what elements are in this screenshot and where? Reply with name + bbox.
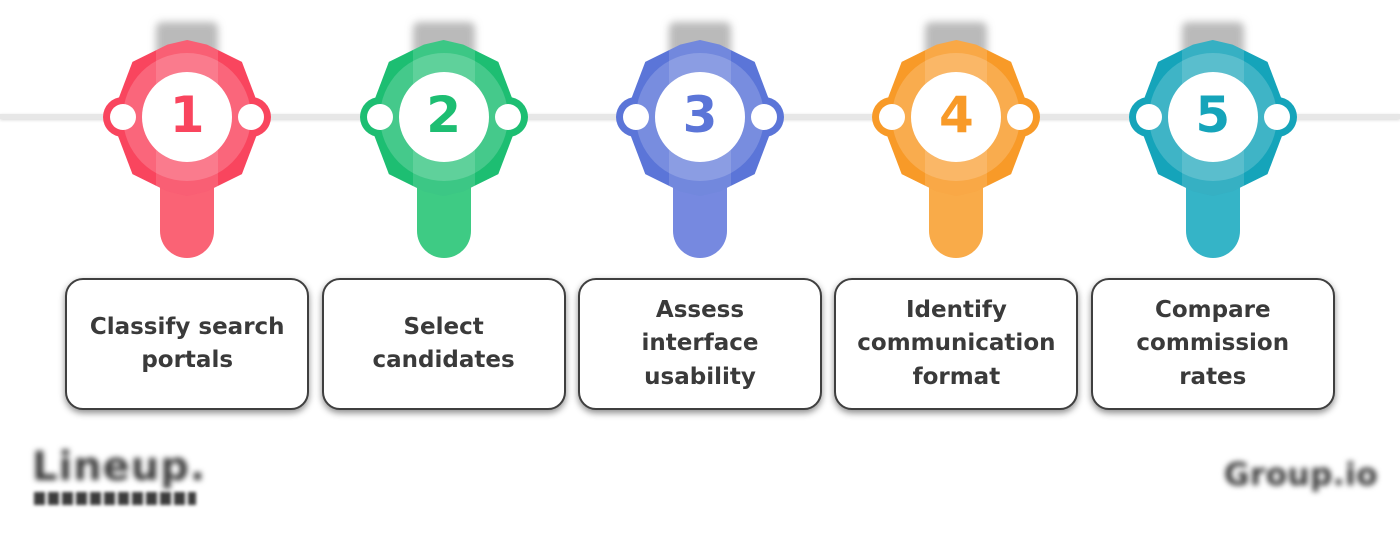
step-label: Identify communication format bbox=[857, 296, 1056, 390]
step-3-card: Assess interface usability bbox=[577, 278, 822, 410]
step-2-card: Select candidates bbox=[321, 278, 566, 410]
watermark-tagline-left bbox=[34, 492, 196, 505]
connector-dot-left bbox=[110, 104, 137, 130]
step-1-card: Classify search portals bbox=[65, 278, 310, 410]
connector-dot-right bbox=[494, 104, 521, 130]
watermark-logo-left: Lineup. bbox=[32, 444, 207, 490]
step-number: 3 bbox=[682, 86, 718, 144]
badge-circle: 4 bbox=[911, 72, 1002, 162]
step-4-card: Identify communication format bbox=[834, 278, 1079, 410]
connector-dot-right bbox=[1007, 104, 1034, 130]
step-4-marker: 4 bbox=[828, 0, 1084, 278]
step-3: 3 Assess interface usability bbox=[572, 0, 828, 538]
connector-dot-left bbox=[622, 104, 649, 130]
badge-circle: 5 bbox=[1167, 72, 1258, 162]
step-5: 5 Compare commission rates bbox=[1085, 0, 1341, 538]
step-label: Select candidates bbox=[372, 313, 515, 373]
step-5-marker: 5 bbox=[1085, 0, 1341, 278]
badge-circle: 3 bbox=[654, 72, 745, 162]
connector-dot-right bbox=[238, 104, 265, 130]
step-label: Classify search portals bbox=[89, 313, 285, 373]
step-label: Assess interface usability bbox=[641, 296, 759, 390]
step-number: 2 bbox=[426, 86, 461, 144]
step-3-marker: 3 bbox=[572, 0, 828, 278]
step-1-marker: 1 bbox=[59, 0, 315, 278]
badge-circle: 2 bbox=[398, 72, 489, 162]
step-1: 1 Classify search portals bbox=[59, 0, 315, 538]
step-number: 5 bbox=[1195, 86, 1231, 144]
connector-dot-right bbox=[750, 104, 777, 130]
connector-dot-right bbox=[1263, 104, 1290, 130]
step-4: 4 Identify communication format bbox=[828, 0, 1084, 538]
step-5-card: Compare commission rates bbox=[1090, 278, 1335, 410]
connector-dot-left bbox=[366, 104, 393, 130]
connector-dot-left bbox=[879, 104, 906, 130]
badge-circle: 1 bbox=[142, 72, 233, 162]
watermark-logo-right: Group.io bbox=[1224, 457, 1378, 493]
step-label: Compare commission rates bbox=[1136, 296, 1290, 390]
step-number: 1 bbox=[169, 86, 205, 144]
connector-dot-left bbox=[1135, 104, 1162, 130]
step-number: 4 bbox=[938, 86, 974, 144]
step-2-marker: 2 bbox=[315, 0, 571, 278]
step-2: 2 Select candidates bbox=[315, 0, 571, 538]
